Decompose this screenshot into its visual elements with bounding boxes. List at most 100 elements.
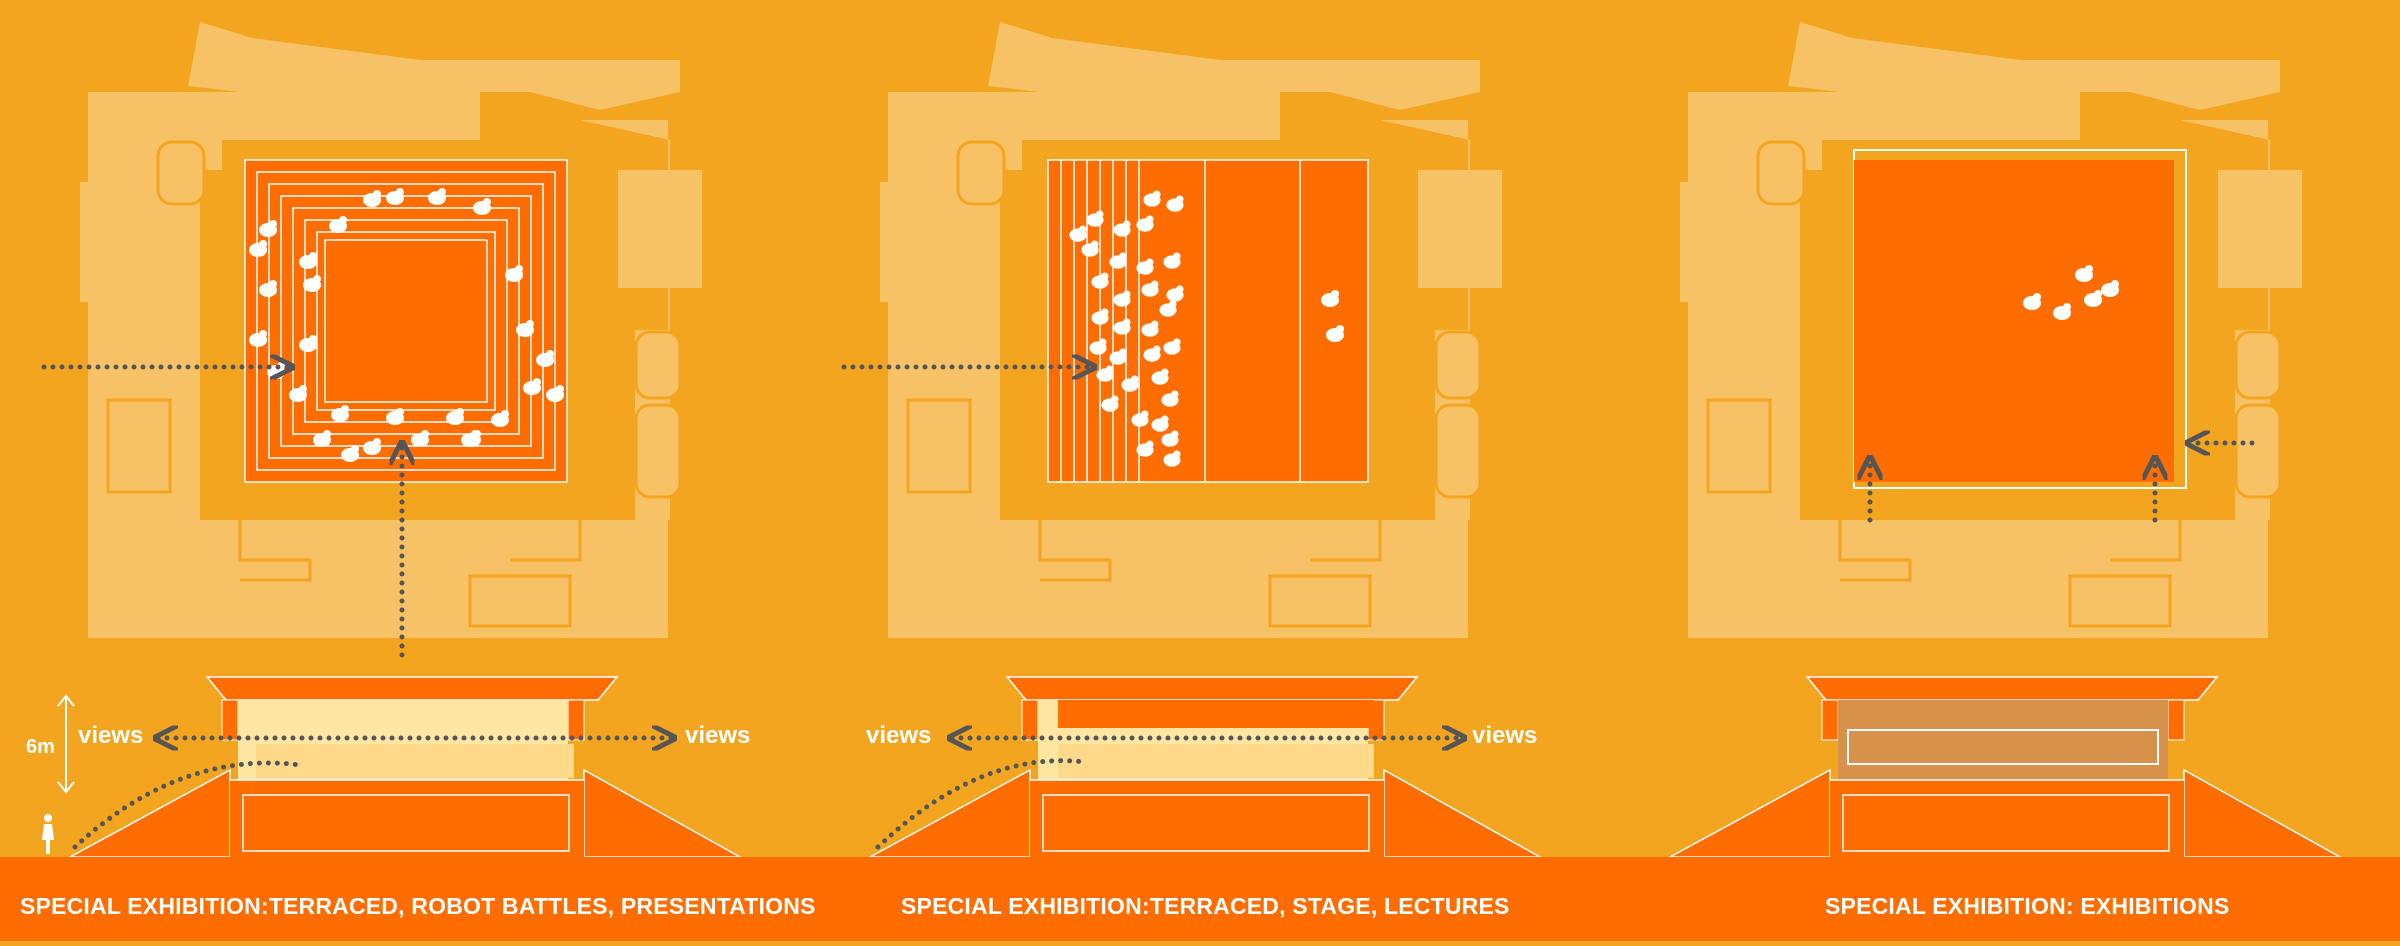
plan-stair-nw — [156, 140, 206, 206]
height-dimension-bottom — [57, 781, 75, 794]
plan-wing-west — [888, 92, 1160, 638]
section-base — [1030, 780, 1384, 857]
plan-tower-north — [2005, 64, 2080, 159]
plan-room-west — [906, 398, 972, 494]
plan-room-west — [1706, 398, 1772, 494]
visitor-icon-p3-4-head — [2111, 280, 2119, 288]
height-dimension-label: 6m — [26, 736, 55, 758]
visitor-icon-p1-10-head — [259, 330, 267, 338]
visitor-icon-p1-20 — [446, 408, 464, 425]
visitor-icon-p2-16-head — [1150, 320, 1159, 329]
visitor-icon-p1-18 — [386, 408, 404, 425]
visitor-icon-p3-3-head — [2085, 265, 2093, 273]
visitor-icon-p1-8-head — [269, 280, 277, 288]
speaker-icon-1 — [1321, 290, 1339, 307]
visitor-icon-p2-22-head — [1105, 365, 1114, 374]
exhibition-level-3 — [1847, 729, 2159, 765]
plan-block-west — [880, 182, 946, 302]
visitor-icon-p2-30-head — [1145, 440, 1154, 449]
plan-wall-e — [1360, 348, 1427, 372]
visitor-icon-p1-8 — [259, 280, 277, 297]
visitor-icon-p2-8-head — [1145, 258, 1154, 267]
visitor-icon-p1-28-head — [473, 430, 481, 438]
exhibition-floor-3 — [1854, 160, 2174, 482]
visitor-icon-p2-20-head — [1152, 345, 1161, 354]
visitor-icon-p1-1 — [386, 188, 404, 205]
section-col-right — [567, 699, 585, 741]
visitor-icon-p2-10-head — [1100, 272, 1109, 281]
section-view-1 — [69, 676, 743, 858]
visitor-icon-p2-21 — [1163, 338, 1181, 355]
visitor-icon-p1-10 — [249, 330, 267, 347]
visitor-icon-p2-27 — [1131, 410, 1149, 427]
visitor-icon-p1-13 — [289, 385, 307, 402]
visitor-icon-p1-14 — [331, 405, 349, 422]
visitor-icon-p1-11-head — [309, 335, 317, 343]
plan-room-south — [468, 574, 572, 628]
visitor-icon-p3-1-head — [2063, 303, 2071, 311]
visitor-icon-p2-7 — [1109, 252, 1127, 269]
views-label-left-2: views — [866, 722, 932, 749]
visitor-icon-p2-2 — [1113, 220, 1131, 237]
building-plan-1 — [80, 22, 702, 638]
visitor-icon-p1-16 — [341, 445, 359, 462]
visitor-icon-p1-15-head — [323, 430, 331, 438]
visitor-icon-p2-15 — [1113, 318, 1131, 335]
section-roof — [1005, 676, 1419, 701]
visitor-icon-p2-30 — [1136, 440, 1154, 457]
terrace-seating-section-1 — [256, 744, 574, 778]
terrace-step-4 — [292, 207, 520, 435]
section-glazing — [1838, 700, 2168, 780]
visitor-icon-p2-13-head — [1175, 285, 1184, 294]
visitor-icon-p2-23 — [1121, 375, 1139, 392]
visitor-icon-p2-23-head — [1130, 375, 1139, 384]
visitor-icon-p2-25-head — [1170, 390, 1179, 399]
plan-wall-se — [2110, 480, 2182, 562]
visitor-icon-p3-2-head — [2094, 290, 2102, 298]
visitor-icon-p1-7 — [299, 252, 317, 269]
visitor-icon-p2-14 — [1091, 308, 1109, 325]
visitor-icon-p1-6-head — [259, 240, 267, 248]
plan-block-east — [618, 170, 702, 288]
visitor-icon-p2-6-head — [1090, 240, 1099, 249]
arena-center — [324, 239, 488, 403]
section-ramp-right — [583, 768, 743, 858]
visitor-icon-p2-16 — [1141, 320, 1159, 337]
visitor-icon-p1-6 — [249, 240, 267, 257]
visitor-icon-p3-0 — [2023, 293, 2041, 310]
visitor-icon-p1-16-head — [351, 445, 359, 453]
visitor-icon-p1-5-head — [269, 220, 277, 228]
plan-wall-e — [2160, 348, 2227, 372]
visitor-icon-p1-11 — [299, 335, 317, 352]
visitor-icon-p2-9-head — [1172, 252, 1181, 261]
plan-room-west — [106, 398, 172, 494]
plan-hall-gap — [1025, 485, 1383, 501]
visitor-icon-p1-7-head — [309, 252, 317, 260]
visitor-icon-p3-4 — [2101, 280, 2119, 297]
visitor-icon-p1-3-head — [483, 198, 491, 206]
visitor-icon-p1-19 — [411, 430, 429, 447]
visitor-icon-p2-12-head — [1150, 280, 1159, 289]
visitor-icon-p2-18 — [1089, 338, 1107, 355]
plan-stair-nw — [1756, 140, 1806, 206]
visitor-icon-p2-3-head — [1145, 215, 1154, 224]
visitor-icon-p1-2 — [428, 188, 446, 205]
plan-wall-se — [510, 480, 582, 562]
visitor-icon-p2-26-head — [1110, 395, 1119, 404]
visitor-icon-p1-5 — [259, 220, 277, 237]
plan-stair-e1 — [1434, 330, 1482, 400]
visitor-icon-p1-27-head — [556, 385, 564, 393]
visitor-icon-p2-2-head — [1122, 220, 1131, 229]
plan-block-east — [2218, 170, 2302, 288]
visitor-icon-p2-15-head — [1122, 318, 1131, 327]
visitor-icon-p1-26-head — [533, 378, 541, 386]
visitor-icon-p1-27 — [546, 385, 564, 402]
plan-stair-e2 — [634, 403, 682, 499]
visitor-icon-p2-22 — [1096, 365, 1114, 382]
visitor-icon-p2-1 — [1086, 210, 1104, 227]
building-plan-2 — [880, 22, 1502, 638]
visitor-icon-p1-22 — [491, 410, 509, 427]
plan-wall-sw — [1838, 480, 1912, 582]
visitor-icon-p2-26 — [1101, 395, 1119, 412]
